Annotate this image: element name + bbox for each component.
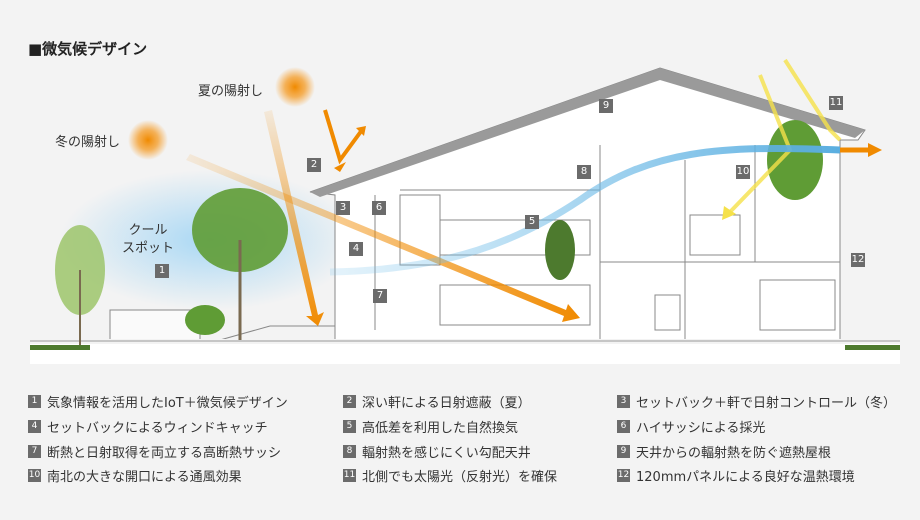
legend-text: セットバックによるウィンドキャッチ — [47, 421, 268, 436]
marker-6: 6 — [372, 201, 386, 215]
marker-2: 2 — [307, 158, 321, 172]
legend-item: 7 断熱と日射取得を両立する高断熱サッシ — [28, 442, 281, 461]
legend-number: 1 — [28, 395, 41, 408]
summer-sun-icon — [275, 67, 315, 107]
legend-item: 10 南北の大きな開口による通風効果 — [28, 466, 242, 485]
grass — [30, 345, 90, 350]
airflow-arrow — [329, 144, 841, 276]
legend-text: ハイサッシによる採光 — [636, 421, 766, 436]
legend-text: セットバック＋軒で日射コントロール（冬） — [636, 396, 897, 411]
exhaust-arrow-icon — [868, 143, 882, 157]
legend-number: 3 — [617, 395, 630, 408]
legend-text: 断熱と日射取得を両立する高断熱サッシ — [47, 446, 282, 461]
summer-sun-label: 夏の陽射し — [198, 84, 264, 99]
marker-9: 9 — [599, 99, 613, 113]
legend-number: 4 — [28, 420, 41, 433]
legend-text: 北側でも太陽光（反射光）を確保 — [362, 470, 558, 485]
marker-11: 11 — [829, 96, 843, 110]
legend-number: 5 — [343, 420, 356, 433]
legend-item: 5 高低差を利用した自然換気 — [343, 417, 518, 436]
marker-5: 5 — [525, 215, 539, 229]
legend-item: 8 輻射熱を感じにくい勾配天井 — [343, 442, 531, 461]
legend-number: 6 — [617, 420, 630, 433]
marker-7: 7 — [373, 289, 387, 303]
sun-rays — [186, 58, 842, 326]
legend-text: 深い軒による日射遮蔽（夏） — [362, 396, 531, 411]
winter-sun-icon — [128, 120, 168, 160]
legend-item: 1 気象情報を活用したIoT＋微気候デザイン — [28, 392, 288, 411]
legend-item: 9 天井からの輻射熱を防ぐ遮熱屋根 — [617, 442, 831, 461]
legend-text: 高低差を利用した自然換気 — [362, 421, 519, 436]
marker-10: 10 — [736, 165, 750, 179]
legend-number: 10 — [28, 469, 41, 482]
legend-item: 6 ハイサッシによる採光 — [617, 417, 765, 436]
page-title: ■微気候デザイン — [28, 40, 148, 58]
legend-text: 輻射熱を感じにくい勾配天井 — [362, 446, 531, 461]
winter-sun-label: 冬の陽射し — [55, 135, 121, 150]
marker-3: 3 — [336, 201, 350, 215]
legend-number: 2 — [343, 395, 356, 408]
ground — [30, 344, 900, 364]
legend-text: 気象情報を活用したIoT＋微気候デザイン — [47, 396, 288, 411]
legend-text: 120mmパネルによる良好な温熱環境 — [636, 470, 855, 485]
legend-number: 12 — [617, 469, 630, 482]
legend-number: 11 — [343, 469, 356, 482]
legend-item: 4 セットバックによるウィンドキャッチ — [28, 417, 268, 436]
legend-text: 天井からの輻射熱を防ぐ遮熱屋根 — [636, 446, 832, 461]
trees — [55, 120, 823, 345]
legend-number: 7 — [28, 445, 41, 458]
legend-item: 3 セットバック＋軒で日射コントロール（冬） — [617, 392, 896, 411]
cool-spot-label: クール スポット — [122, 223, 175, 256]
legend-item: 12 120mmパネルによる良好な温熱環境 — [617, 466, 855, 485]
legend-number: 9 — [617, 445, 630, 458]
legend-number: 8 — [343, 445, 356, 458]
marker-4: 4 — [349, 242, 363, 256]
legend-item: 2 深い軒による日射遮蔽（夏） — [343, 392, 531, 411]
legend-item: 11 北側でも太陽光（反射光）を確保 — [343, 466, 557, 485]
legend-text: 南北の大きな開口による通風効果 — [47, 470, 242, 485]
marker-12: 12 — [851, 253, 865, 267]
marker-1: 1 — [155, 264, 169, 278]
marker-8: 8 — [577, 165, 591, 179]
